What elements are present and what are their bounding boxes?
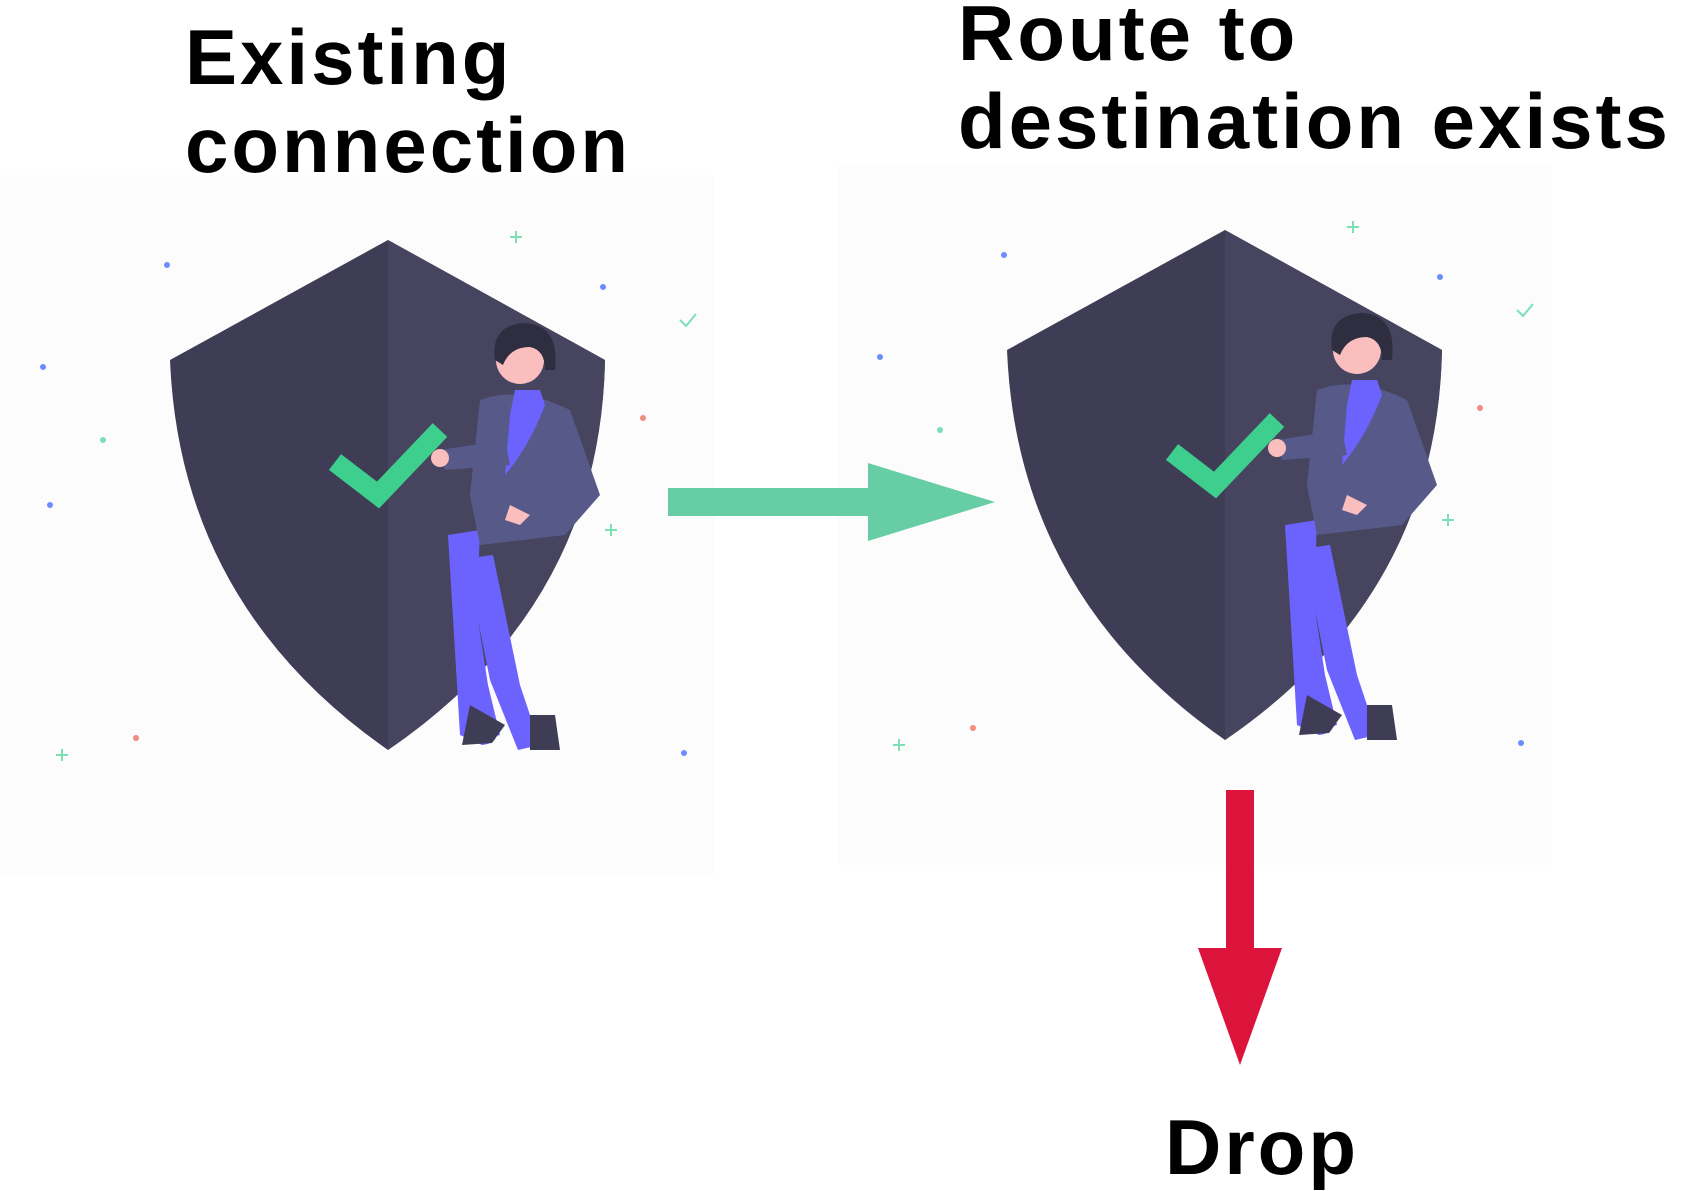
- label-line: destination exists: [958, 77, 1671, 165]
- security-illustration-existing: [0, 175, 715, 875]
- shield-person-icon: [40, 231, 697, 761]
- check-icon: [1165, 413, 1285, 499]
- person: [1268, 313, 1437, 740]
- label-line: connection: [185, 101, 632, 189]
- shield-person-icon: [877, 221, 1534, 751]
- sparkles: [40, 231, 697, 761]
- label-existing-connection: Existing connection: [185, 13, 631, 189]
- sparkles: [877, 221, 1534, 751]
- person: [431, 323, 600, 750]
- label-line: Route to: [958, 0, 1299, 77]
- check-icon: [328, 423, 448, 509]
- label-line: Existing: [185, 13, 513, 101]
- label-route-to-destination: Route to destination exists: [958, 0, 1671, 165]
- label-drop: Drop: [1165, 1103, 1359, 1191]
- security-illustration-route: [837, 165, 1552, 865]
